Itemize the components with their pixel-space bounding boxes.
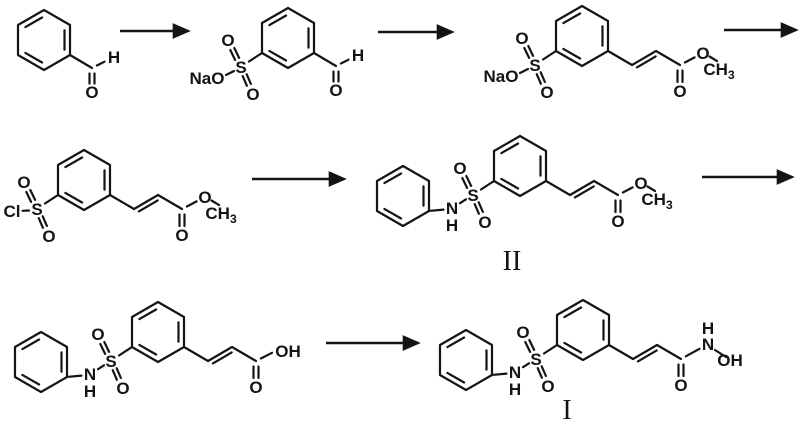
compound-label-I: I [562, 395, 571, 426]
compound-label-II: II [503, 246, 522, 277]
formyl-group [312, 44, 366, 102]
anilino-sulfonyl-group [15, 325, 132, 401]
structure-sulfonyl-chloride-methyl-acrylate: Cl [4, 148, 239, 248]
sulfonyl-group [220, 29, 264, 106]
structure-sodium-sulfonate-methyl-acrylate: NaO [484, 4, 737, 104]
sodium-oxide-label: NaO [484, 67, 519, 86]
methyl-acrylate-chain [108, 186, 239, 247]
benzene-ring [56, 148, 112, 212]
formyl-group [68, 46, 122, 104]
benzene-ring [554, 4, 610, 68]
acrylic-acid-chain [182, 340, 302, 399]
benzene-ring [555, 298, 611, 362]
sulfonyl-chloride-group: Cl [4, 171, 60, 248]
methyl-acrylate-chain [544, 172, 675, 233]
sulfonyl-group [16, 171, 60, 248]
chlorine-label: Cl [4, 202, 21, 221]
sodium-oxide-label: NaO [190, 69, 225, 88]
sulfonate-group: NaO [484, 27, 558, 104]
bond [224, 69, 236, 77]
benzene-ring [260, 6, 316, 70]
structure-compound-II-sulfonamide-ester [377, 134, 675, 235]
anilino-sulfonyl-group [377, 159, 494, 235]
methyl-acrylate-chain [606, 42, 737, 103]
sulfonyl-group [514, 27, 558, 104]
structure-benzaldehyde [16, 8, 122, 104]
benzene-ring [130, 300, 186, 364]
structure-compound-I-hydroxamic-acid [440, 298, 744, 399]
benzene-ring [492, 134, 548, 198]
structure-sulfonamide-acrylic-acid [15, 300, 302, 401]
structure-sodium-3-formylbenzenesulfonate: NaO [190, 6, 366, 106]
hydroxamate-chain [607, 317, 744, 397]
bond [518, 67, 530, 75]
sulfonate-group: NaO [190, 29, 264, 106]
anilino-sulfonyl-group [440, 323, 557, 399]
benzene-ring [16, 8, 72, 72]
